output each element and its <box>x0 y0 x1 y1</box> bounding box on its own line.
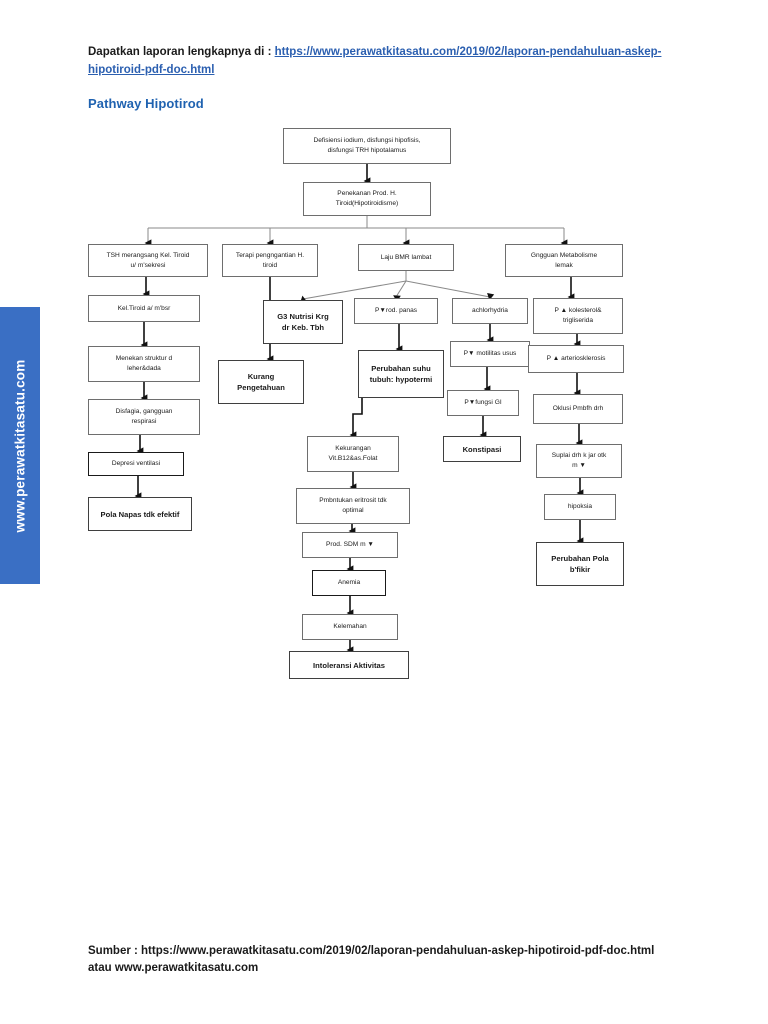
diagram-node: Gngguan Metabolisme lemak <box>505 244 623 277</box>
diagram-node-label: Menekan struktur d leher&dada <box>116 354 172 373</box>
diagram-node: Intoleransi Aktivitas <box>289 651 409 679</box>
diagram-node: G3 Nutrisi Krg dr Keb. Tbh <box>263 300 343 344</box>
diagram-node: Oklusi Pmbfh drh <box>533 394 623 424</box>
diagram-node-label: G3 Nutrisi Krg dr Keb. Tbh <box>277 311 328 333</box>
diagram-node-label: Konstipasi <box>463 444 502 455</box>
diagram-node-label: P▼rod. panas <box>375 306 417 316</box>
diagram-node: Penekanan Prod. H. Tiroid(Hipotiroidisme… <box>303 182 431 216</box>
diagram-node: Kekurangan Vit.B12&as.Folat <box>307 436 399 472</box>
diagram-node: Perubahan Pola b'fikir <box>536 542 624 586</box>
diagram-node-label: Kurang Pengetahuan <box>237 371 285 393</box>
diagram-edge <box>303 281 406 299</box>
diagram-node-label: Suplai drh k jar otk m ▼ <box>552 451 607 470</box>
diagram-node-label: hipoksia <box>568 502 592 512</box>
diagram-node-label: P▼fungsi GI <box>464 398 501 408</box>
diagram-node: Defisiensi iodium, disfungsi hipofisis, … <box>283 128 451 164</box>
diagram-node: Pola Napas tdk efektif <box>88 497 192 531</box>
diagram-node: Terapi pengngantian H. tiroid <box>222 244 318 277</box>
diagram-node-label: Pmbntukan eritrosit tdk optimal <box>319 496 386 515</box>
diagram-node-label: Disfagia, gangguan respirasi <box>116 407 173 426</box>
diagram-node: Anemia <box>312 570 386 596</box>
diagram-edge <box>353 398 362 435</box>
diagram-node-label: Kel.Tiroid a/ m'bsr <box>118 304 171 314</box>
diagram-node: Depresi ventilasi <box>88 452 184 476</box>
diagram-node-label: Perubahan suhu tubuh: hypotermi <box>370 363 432 385</box>
diagram-node-label: Terapi pengngantian H. tiroid <box>236 251 304 270</box>
diagram-node-label: Penekanan Prod. H. Tiroid(Hipotiroidisme… <box>336 189 398 208</box>
diagram-node-label: Gngguan Metabolisme lemak <box>531 251 597 270</box>
diagram-node-label: Perubahan Pola b'fikir <box>551 553 608 575</box>
diagram-node: Kelemahan <box>302 614 398 640</box>
diagram-node: Suplai drh k jar otk m ▼ <box>536 444 622 478</box>
diagram-node: P ▲ kolesterol& trigliserida <box>533 298 623 334</box>
diagram-node: Konstipasi <box>443 436 521 462</box>
diagram-node: P▼ motilitas usus <box>450 341 530 367</box>
diagram-node-label: Depresi ventilasi <box>112 459 160 469</box>
diagram-node: achlorhydria <box>452 298 528 324</box>
diagram-node-label: Kekurangan Vit.B12&as.Folat <box>329 444 378 463</box>
diagram-node: P ▲ arteriosklerosis <box>528 345 624 373</box>
diagram-node: P▼fungsi GI <box>447 390 519 416</box>
diagram-node-label: Kelemahan <box>333 622 366 632</box>
diagram-node-label: P ▲ arteriosklerosis <box>547 354 606 364</box>
diagram-node-label: P▼ motilitas usus <box>464 349 517 359</box>
diagram-node-label: Intoleransi Aktivitas <box>313 660 385 671</box>
diagram-node: P▼rod. panas <box>354 298 438 324</box>
diagram-node: TSH merangsang Kel. Tiroid u/ m'sekresi <box>88 244 208 277</box>
diagram-edge <box>396 281 406 297</box>
diagram-node-label: Oklusi Pmbfh drh <box>553 404 604 414</box>
diagram-node: Pmbntukan eritrosit tdk optimal <box>296 488 410 524</box>
diagram-node: Perubahan suhu tubuh: hypotermi <box>358 350 444 398</box>
diagram-edge <box>406 281 490 297</box>
diagram-node-label: Prod. SDM m ▼ <box>326 540 374 550</box>
diagram-node-label: Defisiensi iodium, disfungsi hipofisis, … <box>313 136 420 155</box>
diagram-node-label: TSH merangsang Kel. Tiroid u/ m'sekresi <box>107 251 190 270</box>
diagram-node: Kurang Pengetahuan <box>218 360 304 404</box>
diagram-node: hipoksia <box>544 494 616 520</box>
source-footer: Sumber : https://www.perawatkitasatu.com… <box>88 943 668 978</box>
diagram-node: Prod. SDM m ▼ <box>302 532 398 558</box>
diagram-node: Kel.Tiroid a/ m'bsr <box>88 295 200 322</box>
diagram-node: Menekan struktur d leher&dada <box>88 346 200 382</box>
diagram-node: Disfagia, gangguan respirasi <box>88 399 200 435</box>
diagram-node-label: P ▲ kolesterol& trigliserida <box>554 306 601 325</box>
diagram-node: Laju BMR lambat <box>358 244 454 271</box>
diagram-node-label: achlorhydria <box>472 306 508 316</box>
diagram-node-label: Pola Napas tdk efektif <box>101 509 180 520</box>
diagram-node-label: Laju BMR lambat <box>381 253 432 263</box>
diagram-node-label: Anemia <box>338 578 360 588</box>
